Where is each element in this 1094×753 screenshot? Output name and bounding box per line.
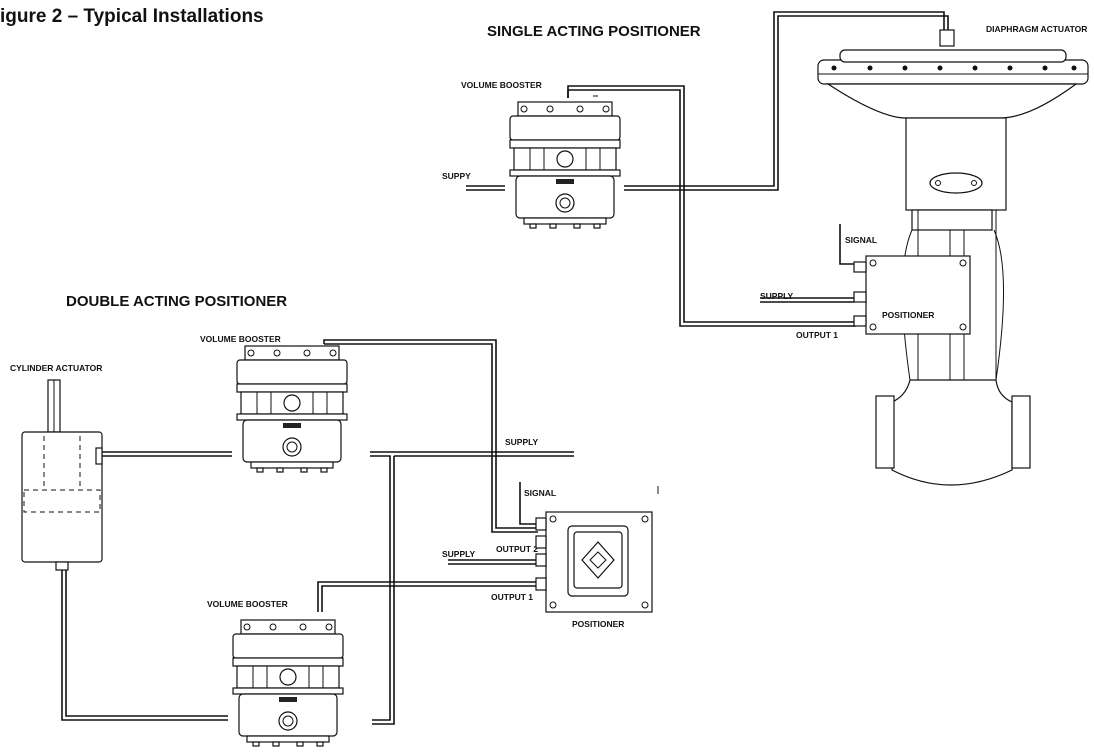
double-output1-label: OUTPUT 1 bbox=[491, 592, 533, 602]
double-volume-booster-bottom bbox=[232, 619, 344, 747]
single-positioner-label: POSITIONER bbox=[882, 310, 934, 320]
double-positioner bbox=[535, 486, 659, 613]
cylinder-actuator bbox=[21, 379, 103, 571]
single-supply-left-label: SUPPY bbox=[442, 171, 471, 181]
double-output2-label: OUTPUT 2 bbox=[496, 544, 538, 554]
figure-title: igure 2 – Typical Installations bbox=[0, 6, 264, 27]
double-volume-booster-bottom-label: VOLUME BOOSTER bbox=[207, 599, 288, 609]
diaphragm-actuator-label: DIAPHRAGM ACTUATOR bbox=[986, 24, 1087, 34]
double-positioner-label: POSITIONER bbox=[572, 619, 624, 629]
single-acting-heading: SINGLE ACTING POSITIONER bbox=[487, 23, 701, 40]
double-supply-mid-label: SUPPLY bbox=[442, 549, 476, 559]
single-positioner bbox=[853, 255, 971, 335]
double-signal-label: SIGNAL bbox=[524, 488, 556, 498]
cylinder-to-bottom-booster-line bbox=[61, 570, 228, 721]
single-volume-booster bbox=[509, 101, 621, 229]
double-supply-branch-line bbox=[370, 455, 391, 721]
single-volume-booster-label: VOLUME BOOSTER bbox=[461, 80, 542, 90]
double-signal-line bbox=[519, 482, 538, 525]
double-output2-line bbox=[323, 339, 538, 529]
double-volume-booster-top bbox=[236, 345, 348, 473]
double-acting-heading: DOUBLE ACTING POSITIONER bbox=[66, 293, 287, 310]
single-output1-label: OUTPUT 1 bbox=[796, 330, 838, 340]
double-output1-line bbox=[317, 581, 538, 612]
single-supply-label: SUPPLY bbox=[760, 291, 794, 301]
cylinder-actuator-label: CYLINDER ACTUATOR bbox=[10, 363, 102, 373]
double-supply-top-label: SUPPLY bbox=[505, 437, 539, 447]
single-actuator-line bbox=[624, 11, 945, 187]
single-signal-line bbox=[839, 224, 854, 265]
diaphragm-actuator bbox=[817, 29, 1089, 486]
single-signal-label: SIGNAL bbox=[845, 235, 877, 245]
double-volume-booster-top-label: VOLUME BOOSTER bbox=[200, 334, 281, 344]
